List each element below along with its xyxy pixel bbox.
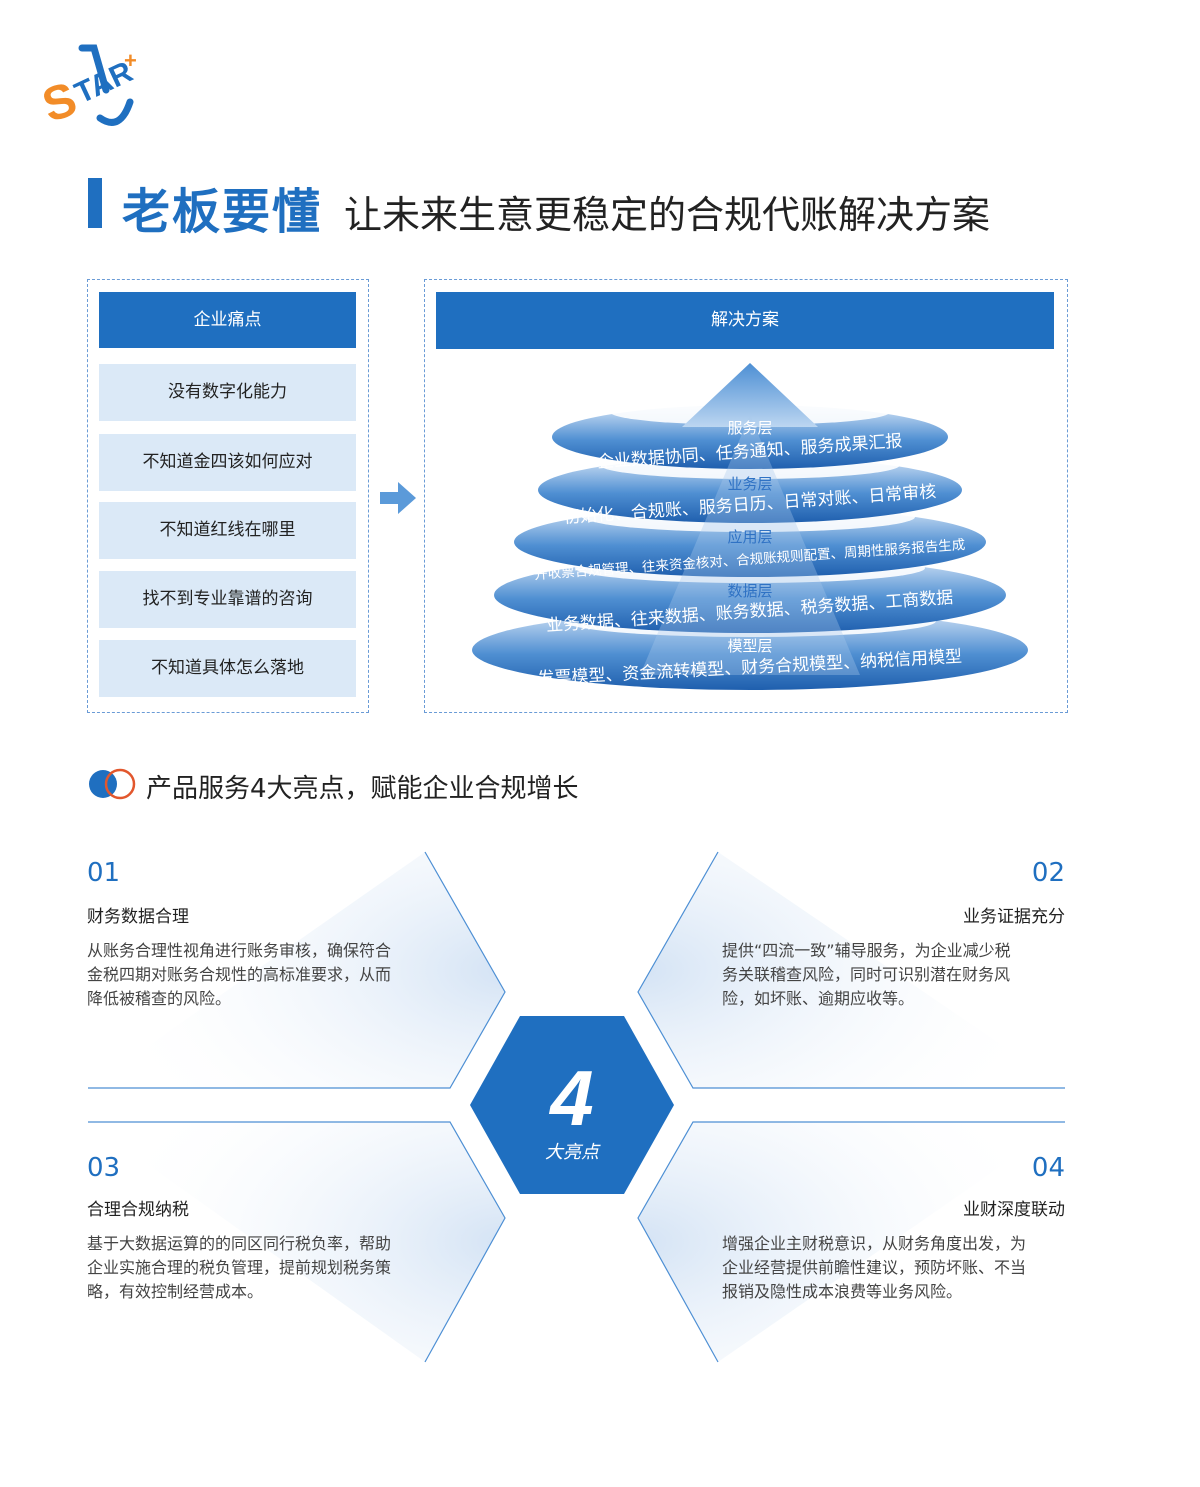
pain-point-item: 没有数字化能力 (99, 364, 356, 421)
highlight-description: 从账务合理性视角进行账务审核，确保符合 金税四期对账务合规性的高标准要求，从而 … (87, 941, 392, 1008)
layer-name: 模型层 (727, 637, 772, 655)
pain-points-header: 企业痛点 (99, 292, 356, 348)
layer-name: 服务层 (727, 419, 772, 437)
pain-point-item: 不知道金四该如何应对 (99, 434, 356, 491)
page-subtitle: 让未来生意更稳定的合规代账解决方案 (344, 193, 991, 237)
pain-points-panel (87, 279, 369, 713)
layer-name: 业务层 (727, 475, 772, 493)
pyramid-apex (682, 363, 818, 427)
highlight-title: 业财深度联动 (963, 1200, 1065, 1220)
solution-panel (424, 279, 1068, 713)
highlight-number: 02 (1031, 858, 1065, 888)
overlapping-circles-icon (89, 768, 136, 800)
pain-point-item: 不知道具体怎么落地 (99, 640, 356, 697)
star-logo: S TAR + (42, 44, 138, 133)
highlight-number: 03 (87, 1153, 121, 1183)
logo-plus: + (124, 48, 137, 73)
center-label: 大亮点 (545, 1142, 601, 1163)
center-number: 4 (548, 1054, 593, 1142)
highlight-title: 合理合规纳税 (87, 1200, 189, 1220)
pain-point-item: 找不到专业靠谱的咨询 (99, 571, 356, 628)
highlight-description: 基于大数据运算的的同区同行税负率，帮助 企业实施合理的税负管理，提前规划税务策 … (87, 1234, 392, 1301)
layer-name: 应用层 (727, 528, 772, 546)
title-accent-bar (88, 178, 102, 228)
highlight-title: 财务数据合理 (87, 907, 189, 927)
layer-name: 数据层 (727, 582, 772, 600)
center-hexagon (470, 1016, 674, 1194)
right-arrow-icon (380, 482, 416, 514)
highlight-description: 提供“四流一致”辅导服务，为企业减少税 务关联稽查风险，同时可识别潜在财务风 险… (722, 941, 1011, 1008)
page-title: 老板要懂 (122, 184, 323, 240)
highlight-title: 业务证据充分 (963, 907, 1065, 927)
pain-point-item: 不知道红线在哪里 (99, 502, 356, 559)
highlights-graphic: 4 大亮点 (88, 851, 1065, 1363)
highlight-number: 04 (1031, 1153, 1065, 1183)
section-title: 产品服务4大亮点，赋能企业合规增长 (146, 774, 579, 804)
highlight-description: 增强企业主财税意识，从财务角度出发，为 企业经营提供前瞻性建议，预防坏账、不当 … (722, 1234, 1027, 1301)
solution-header: 解决方案 (436, 292, 1054, 349)
highlight-number: 01 (87, 858, 121, 888)
solution-pyramid: 服务层 企业数据协同、任务通知、服务成果汇报 业务层 初始化、合规账、服务日历、… (472, 363, 1028, 690)
